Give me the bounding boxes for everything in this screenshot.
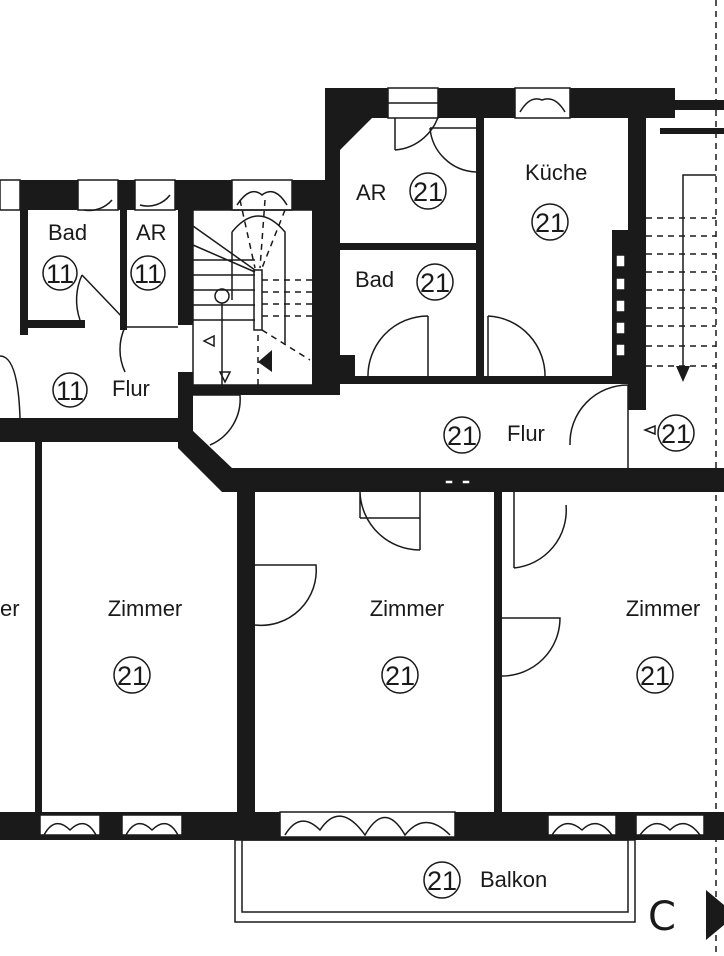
room-name: Flur: [507, 421, 545, 446]
room-name: Zimmer: [108, 596, 183, 621]
unit-number: 11: [46, 259, 74, 289]
unit-number: 21: [447, 421, 477, 451]
staircase: [192, 199, 314, 386]
room-name-partial: er: [0, 596, 20, 621]
unit-number: 21: [535, 208, 565, 238]
room-name: AR: [356, 180, 387, 205]
room-name: Zimmer: [626, 596, 701, 621]
windows-and-doors: [0, 87, 716, 923]
unit-number: 21: [117, 661, 147, 691]
unit-number: 21: [661, 419, 691, 449]
adjacent-staircase: [642, 174, 716, 436]
room-name: Balkon: [480, 867, 547, 892]
room-name: Zimmer: [370, 596, 445, 621]
section-marker-arrow-icon: [706, 890, 724, 940]
unit-number: 11: [134, 259, 162, 289]
room-name: Küche: [525, 160, 587, 185]
room-labels: Bad 11 AR 11 11 Flur AR 21 Küche 21 Bad …: [0, 160, 701, 899]
unit-number: 21: [420, 268, 450, 298]
unit-number: 21: [427, 866, 457, 896]
unit-number: 21: [640, 661, 670, 691]
unit-number: 11: [56, 376, 84, 406]
room-name: Flur: [112, 376, 150, 401]
room-name: Bad: [355, 267, 394, 292]
room-name: Bad: [48, 220, 87, 245]
unit-number: 21: [385, 661, 415, 691]
section-marker-label: C: [648, 894, 676, 940]
room-name: AR: [136, 220, 167, 245]
unit-number: 21: [413, 177, 443, 207]
